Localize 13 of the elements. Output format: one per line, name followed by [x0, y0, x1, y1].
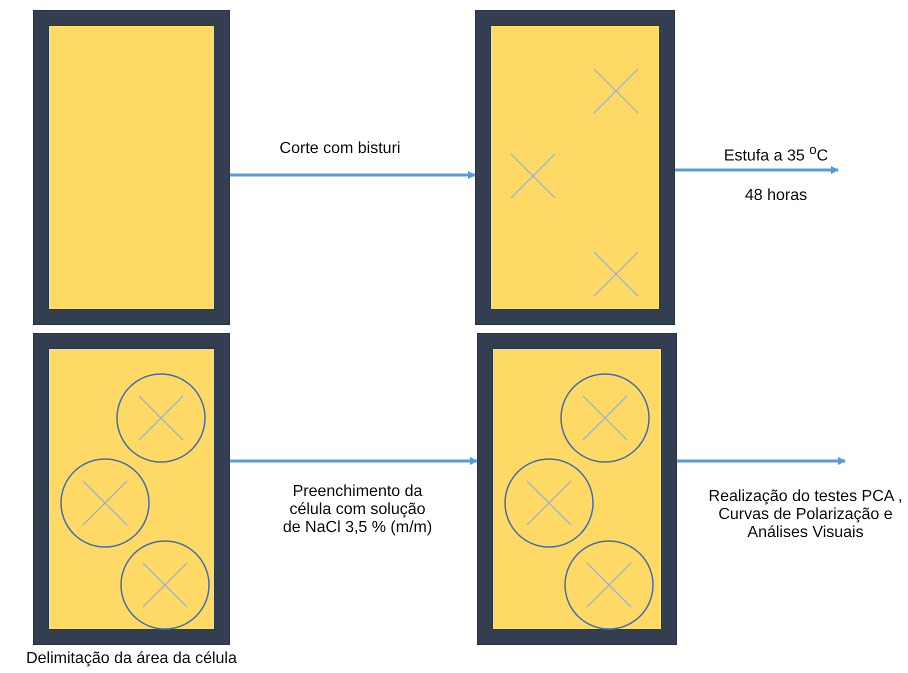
arrow: [230, 171, 476, 179]
coated-plate: [33, 10, 230, 325]
coated-plate: [475, 10, 675, 325]
node-label: Delimitação da área da célula: [25, 650, 238, 668]
arrow: [675, 166, 839, 174]
arrow: [230, 457, 478, 465]
arrow: [677, 457, 846, 465]
edge-label: Estufa a 35 $^{o}$C 48 horas: [722, 141, 830, 206]
edge-label: Preenchimento da célula com solução de NaCl 3,5 % (m/m): [282, 483, 434, 537]
coated-plate: [477, 333, 677, 645]
coated-plate: [33, 333, 230, 645]
edge-label: Corte com bisturi: [278, 140, 402, 158]
edge-label: Realização do testes PCA , Curvas de Polarização e Análises Visuais: [708, 488, 904, 542]
